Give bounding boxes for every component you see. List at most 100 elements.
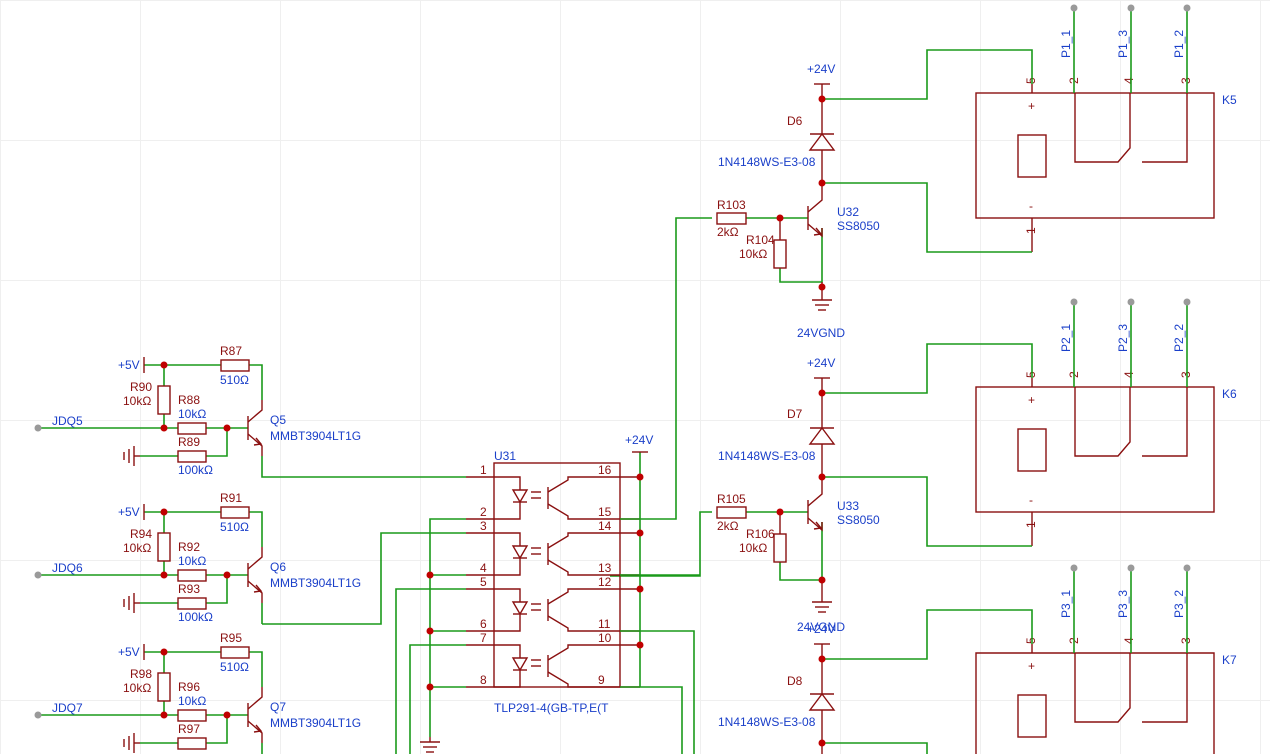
header-pin-label: P3_3 <box>1116 590 1130 618</box>
opto-pin-number: 1 <box>480 463 487 477</box>
opto-wiring[interactable]: +24V <box>262 433 700 754</box>
relay-ref: K7 <box>1222 653 1237 667</box>
resistor-value: 10kΩ <box>123 681 151 695</box>
resistor-ref: R92 <box>178 540 200 554</box>
resistor-ref: R90 <box>130 380 152 394</box>
resistor-value: 100kΩ <box>178 610 213 624</box>
opto-pin-number: 4 <box>480 561 487 575</box>
resistor-ref: R87 <box>220 344 242 358</box>
resistor-value: 10kΩ <box>739 247 767 261</box>
header-pin-label: P1_1 <box>1059 30 1073 58</box>
diode-part: 1N4148WS-E3-08 <box>718 715 816 729</box>
opto-pin-number: 16 <box>598 463 612 477</box>
opto-pin-number: 2 <box>480 505 487 519</box>
input-stage-2[interactable]: JDQ6 +5V R91 510Ω R94 10kΩ R92 10kΩ R93 … <box>34 491 362 624</box>
opto-part: TLP291-4(GB-TP,E(T <box>494 701 609 715</box>
resistor-ref: R104 <box>746 233 775 247</box>
opto-pin-number: 7 <box>480 631 487 645</box>
resistor-value: 510Ω <box>220 520 249 534</box>
net-label: JDQ7 <box>52 701 83 715</box>
relay-ref: K6 <box>1222 387 1237 401</box>
header-pin-label: P2_3 <box>1116 324 1130 352</box>
transistor-ref: Q6 <box>270 560 286 574</box>
opto-pin-number: 3 <box>480 519 487 533</box>
transistor-ref: U32 <box>837 205 859 219</box>
resistor-ref: R94 <box>130 527 152 541</box>
relay-pin-3: 3 <box>1179 77 1193 84</box>
relay-k5[interactable]: 5 2 4 3 1 + - K5 <box>975 77 1237 252</box>
relay-k6[interactable]: 5 2 4 3 1 + - K6 <box>975 371 1237 546</box>
relay-driver-2[interactable]: +24V D7 1N4148WS-E3-08 R105 2kΩ R106 10k… <box>610 343 1033 634</box>
input-stage-3[interactable]: JDQ7 +5V R95 510Ω R98 10kΩ R96 10kΩ R97 … <box>34 631 362 754</box>
supply-label: +5V <box>118 645 140 659</box>
opto-pin-number: 6 <box>480 617 487 631</box>
opto-pin-number: 14 <box>598 519 612 533</box>
diode-ref: D7 <box>787 407 803 421</box>
supply-label: +5V <box>118 358 140 372</box>
ground-label: 24VGND <box>797 620 845 634</box>
header-p3[interactable]: P3_1 P3_3 P3_2 <box>1059 564 1191 654</box>
resistor-ref: R88 <box>178 393 200 407</box>
header-pin-label: P1_2 <box>1172 30 1186 58</box>
resistor-ref: R103 <box>717 198 746 212</box>
resistor-ref: R106 <box>746 527 775 541</box>
relay-pin-5: 5 <box>1024 637 1038 644</box>
diode-part: 1N4148WS-E3-08 <box>718 449 816 463</box>
opto-pin-number: 15 <box>598 505 612 519</box>
supply-label: +24V <box>807 62 835 76</box>
relay-minus-mark: - <box>1029 493 1033 507</box>
resistor-value: 10kΩ <box>178 694 206 708</box>
resistor-ref: R97 <box>178 722 200 736</box>
diode-part: 1N4148WS-E3-08 <box>718 155 816 169</box>
header-pin-label: P3_2 <box>1172 590 1186 618</box>
resistor-ref: R96 <box>178 680 200 694</box>
transistor-part: MMBT3904LT1G <box>270 716 361 730</box>
net-label: JDQ6 <box>52 561 83 575</box>
resistor-value: 510Ω <box>220 660 249 674</box>
relay-minus-mark: - <box>1029 199 1033 213</box>
transistor-ref: Q5 <box>270 413 286 427</box>
input-stage-1[interactable]: JDQ5 +5V R87 510Ω R90 10kΩ R88 10kΩ R89 … <box>34 344 467 478</box>
resistor-ref: R89 <box>178 435 200 449</box>
relay-driver-1[interactable]: +24V D6 1N4148WS-E3-08 R103 2kΩ R104 10k… <box>675 49 1033 474</box>
relay-plus-mark: + <box>1028 659 1035 673</box>
resistor-ref: R93 <box>178 582 200 596</box>
opto-ref: U31 <box>494 449 516 463</box>
relay-pin-4: 4 <box>1122 637 1136 644</box>
supply-label: +5V <box>118 505 140 519</box>
relay-pin-3: 3 <box>1179 371 1193 378</box>
resistor-value: 2kΩ <box>717 519 739 533</box>
header-pin-label: P2_1 <box>1059 324 1073 352</box>
relay-pin-5: 5 <box>1024 77 1038 84</box>
relay-k7[interactable]: 5 2 4 3 + K7 <box>975 637 1237 754</box>
net-label: JDQ5 <box>52 414 83 428</box>
relay-driver-3[interactable]: +24V D8 1N4148WS-E3-08 <box>718 609 1033 754</box>
relay-pin-4: 4 <box>1122 77 1136 84</box>
relay-ref: K5 <box>1222 93 1237 107</box>
header-p1[interactable]: P1_1 P1_3 P1_2 <box>1059 4 1191 94</box>
resistor-value: 10kΩ <box>739 541 767 555</box>
supply-label: +24V <box>807 622 835 636</box>
opto-pin-number: 12 <box>598 575 612 589</box>
supply-label: +24V <box>807 356 835 370</box>
resistor-value: 10kΩ <box>178 407 206 421</box>
transistor-part: SS8050 <box>837 219 880 233</box>
resistor-value: 10kΩ <box>123 541 151 555</box>
diode-ref: D6 <box>787 114 803 128</box>
opto-pin-number: 9 <box>598 673 605 687</box>
header-pin-label: P3_1 <box>1059 590 1073 618</box>
resistor-ref: R95 <box>220 631 242 645</box>
relay-plus-mark: + <box>1028 393 1035 407</box>
transistor-ref: Q7 <box>270 700 286 714</box>
transistor-part: SS8050 <box>837 513 880 527</box>
resistor-ref: R105 <box>717 492 746 506</box>
supply-label: +24V <box>625 433 653 447</box>
resistor-ref: R98 <box>130 667 152 681</box>
resistor-value: 10kΩ <box>123 394 151 408</box>
header-pin-label: P2_2 <box>1172 324 1186 352</box>
resistor-value: 510Ω <box>220 373 249 387</box>
resistor-ref: R91 <box>220 491 242 505</box>
optocoupler-u31[interactable]: 1 2 3 4 5 6 7 8 16 15 14 13 12 11 10 9 U… <box>466 449 640 715</box>
header-p2[interactable]: P2_1 P2_3 P2_2 <box>1059 298 1191 388</box>
